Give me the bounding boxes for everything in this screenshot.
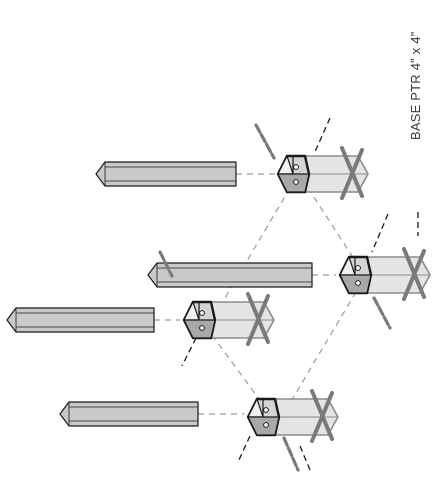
cross-pin	[246, 294, 270, 346]
tube-body	[147, 262, 313, 288]
tube-body	[95, 161, 237, 187]
ghost-extension	[207, 292, 275, 346]
tube-member	[95, 161, 237, 187]
pin-axis	[313, 117, 331, 155]
node-lower	[246, 389, 339, 443]
guide-line	[211, 334, 263, 404]
tube-members	[6, 161, 313, 427]
caption-label: BASE PTR 4" x 4"	[408, 31, 423, 140]
ghost-extension	[271, 389, 339, 443]
connector-cube	[338, 255, 373, 295]
cross-pin	[310, 391, 334, 443]
angled-pin	[158, 250, 174, 278]
tube-member	[147, 262, 313, 288]
angled-pin	[282, 436, 300, 472]
bolt-hole	[263, 407, 269, 413]
node-right	[338, 247, 431, 301]
connector-cube	[182, 300, 217, 340]
pin-axis	[181, 337, 197, 367]
pin-axis	[371, 213, 389, 253]
tube-body	[59, 401, 199, 427]
connector-cube	[246, 397, 281, 437]
bolt-hole	[199, 325, 205, 331]
angled-pin	[254, 123, 276, 160]
bolt-hole	[199, 310, 205, 316]
bolt-hole	[355, 265, 361, 271]
tube-member	[59, 401, 199, 427]
bolt-hole	[293, 179, 299, 185]
node-upper	[276, 146, 369, 200]
guide-lines	[154, 173, 357, 415]
bolt-hole	[355, 280, 361, 286]
tube-body	[6, 307, 155, 333]
angled-pin	[372, 296, 392, 330]
angled-pins	[158, 117, 419, 472]
bolt-hole	[293, 164, 299, 170]
ghost-extension	[363, 247, 431, 301]
ghost-extension	[301, 146, 369, 200]
pin-axis	[237, 435, 251, 463]
guide-line	[307, 187, 357, 263]
cross-pin	[340, 148, 364, 200]
bolt-hole	[263, 422, 269, 428]
tube-member	[6, 307, 155, 333]
guide-line	[289, 291, 357, 404]
node-left	[182, 292, 275, 346]
guide-line	[217, 187, 291, 311]
cross-pin	[402, 249, 426, 301]
pin-axis	[299, 445, 311, 471]
connector-cube	[276, 154, 311, 194]
